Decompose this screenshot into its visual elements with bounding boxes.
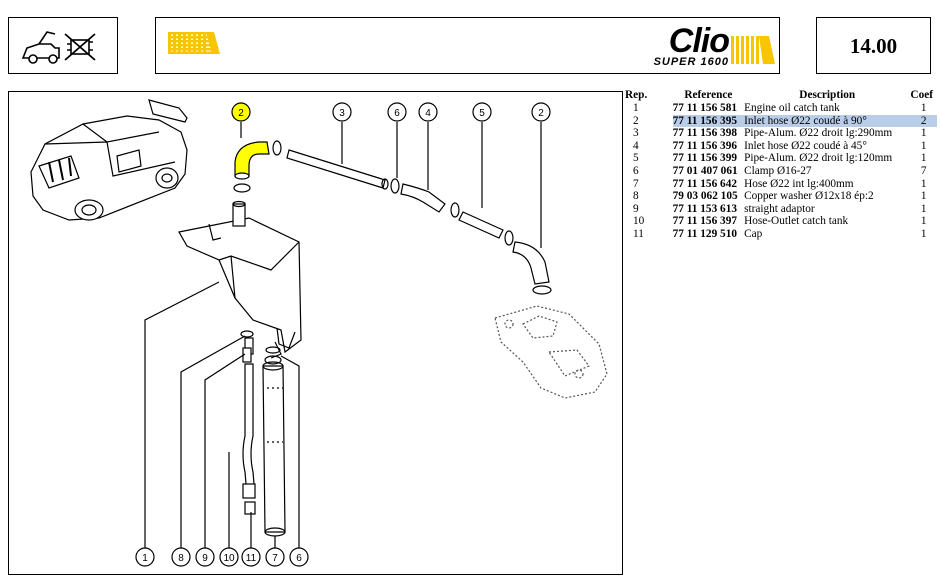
cell-description: Engine oil catch tank — [744, 102, 840, 115]
callout-1: 1 — [135, 547, 155, 567]
callout-8: 8 — [171, 547, 191, 567]
header-coef: Coef — [910, 89, 933, 102]
exploded-diagram: 2 3 6 4 5 2 1 — [8, 91, 623, 575]
cell-description: Pipe-Alum. Ø22 droit lg:120mm — [744, 152, 893, 165]
cell-description: Pipe-Alum. Ø22 droit lg:290mm — [744, 127, 893, 140]
table-row[interactable]: 7 77 11 156 642 Hose Ø22 int lg:400mm 1 — [625, 178, 937, 191]
callout-10: 10 — [219, 547, 239, 567]
cell-rep: 11 — [633, 228, 644, 241]
header-description: Description — [799, 89, 856, 102]
cell-coef: 7 — [920, 165, 927, 178]
cell-reference: 77 11 156 581 — [672, 102, 737, 115]
cell-rep: 3 — [633, 127, 639, 140]
cell-coef: 1 — [920, 215, 927, 228]
cell-coef: 2 — [910, 114, 937, 128]
cell-rep: 1 — [633, 102, 639, 115]
cell-reference: 77 11 156 395 — [672, 114, 745, 128]
callout-label: 4 — [425, 108, 431, 119]
callout-2-highlighted: 2 — [231, 102, 251, 122]
callout-4: 4 — [418, 102, 438, 122]
cell-coef: 1 — [920, 127, 927, 140]
callout-label: 2 — [238, 108, 244, 119]
cell-rep: 7 — [633, 177, 639, 190]
logo-subtitle: SUPER 1600 — [653, 56, 729, 68]
cell-description: Hose-Outlet catch tank — [744, 215, 849, 228]
callout-9: 9 — [195, 547, 215, 567]
cell-description: Inlet hose Ø22 coudé à 45° — [744, 139, 867, 152]
logo-wordmark: Clio — [668, 22, 730, 60]
cell-rep: 9 — [633, 202, 639, 215]
callout-label: 3 — [339, 108, 345, 119]
header-icon-box — [8, 17, 118, 74]
cell-rep: 2 — [633, 114, 639, 127]
cell-coef: 1 — [920, 102, 927, 115]
cell-coef: 1 — [920, 152, 927, 165]
callout-2-right: 2 — [531, 102, 551, 122]
table-header-row: Rep. Reference Description Coef — [625, 89, 937, 102]
engine-car-icon — [21, 31, 96, 64]
cell-description: Inlet hose Ø22 coudé à 90° — [744, 114, 911, 128]
brand-stripes-icon — [168, 32, 220, 54]
page-number-box: 14.00 — [816, 17, 931, 74]
cell-coef: 1 — [920, 190, 927, 203]
header-reference: Reference — [684, 89, 733, 102]
table-row[interactable]: 4 77 11 156 396 Inlet hose Ø22 coudé à 45°… — [625, 140, 937, 153]
cell-reference: 77 11 153 613 — [672, 202, 737, 215]
callout-6-top: 6 — [387, 102, 407, 122]
cell-coef: 1 — [920, 228, 927, 241]
callout-7: 7 — [265, 547, 285, 567]
parts-drawing: 2 3 6 4 5 2 1 — [30, 99, 608, 567]
table-row[interactable]: 10 77 11 156 397 Hose-Outlet catch tank 1 — [625, 215, 937, 228]
callout-label: 2 — [538, 108, 544, 119]
cell-rep: 4 — [633, 139, 639, 152]
callout-3: 3 — [332, 102, 352, 122]
callout-label: 9 — [202, 553, 208, 564]
callout-label: 6 — [296, 553, 302, 564]
cell-rep: 10 — [633, 215, 645, 228]
callout-label: 1 — [142, 553, 148, 564]
table-row[interactable]: 9 77 11 153 613 straight adaptor 1 — [625, 203, 937, 216]
logo-stripes-icon — [731, 36, 775, 64]
cell-coef: 1 — [920, 202, 927, 215]
callout-6-bottom: 6 — [289, 547, 309, 567]
table-row[interactable]: 8 79 03 062 105 Copper washer Ø12x18 ép:2 1 — [625, 190, 937, 203]
cell-description: Copper washer Ø12x18 ép:2 — [744, 190, 874, 203]
cell-coef: 1 — [920, 177, 927, 190]
table-row[interactable]: 5 77 11 156 399 Pipe-Alum. Ø22 droit lg:12… — [625, 152, 937, 165]
table-row[interactable]: 11 77 11 129 510 Cap 1 — [625, 228, 937, 241]
callout-11: 11 — [241, 547, 261, 567]
cell-reference: 77 11 156 397 — [672, 215, 737, 228]
car-illustration — [30, 99, 188, 221]
callout-label: 6 — [394, 108, 400, 119]
cell-reference: 77 11 156 642 — [672, 177, 737, 190]
callout-label: 11 — [246, 553, 257, 564]
cell-reference: 77 11 156 398 — [672, 127, 737, 140]
cell-description: Clamp Ø16-27 — [744, 165, 812, 178]
page-number: 14.00 — [849, 34, 898, 58]
header-logo-box: Clio SUPER 1600 — [155, 17, 780, 74]
cell-reference: 77 11 156 399 — [672, 152, 737, 165]
cell-reference: 77 01 407 061 — [672, 165, 738, 178]
callout-label: 10 — [223, 553, 235, 564]
callout-label: 7 — [272, 553, 278, 564]
cell-description: straight adaptor — [744, 202, 815, 215]
table-row[interactable]: 6 77 01 407 061 Clamp Ø16-27 7 — [625, 165, 937, 178]
header-rep: Rep. — [625, 89, 648, 102]
table-row[interactable]: 3 77 11 156 398 Pipe-Alum. Ø22 droit lg:29… — [625, 127, 937, 140]
cell-description: Cap — [744, 228, 763, 241]
cell-reference: 79 03 062 105 — [672, 190, 738, 203]
cell-reference: 77 11 156 396 — [672, 139, 737, 152]
callout-5: 5 — [472, 102, 492, 122]
cell-rep: 5 — [633, 152, 639, 165]
cell-rep: 8 — [633, 190, 639, 203]
table-row[interactable]: 1 77 11 156 581 Engine oil catch tank 1 — [625, 102, 937, 115]
cell-coef: 1 — [920, 139, 927, 152]
cell-rep: 6 — [633, 165, 639, 178]
cell-description: Hose Ø22 int lg:400mm — [744, 177, 854, 190]
cell-reference: 77 11 129 510 — [672, 228, 737, 241]
callout-label: 8 — [178, 553, 184, 564]
callout-label: 5 — [479, 108, 485, 119]
